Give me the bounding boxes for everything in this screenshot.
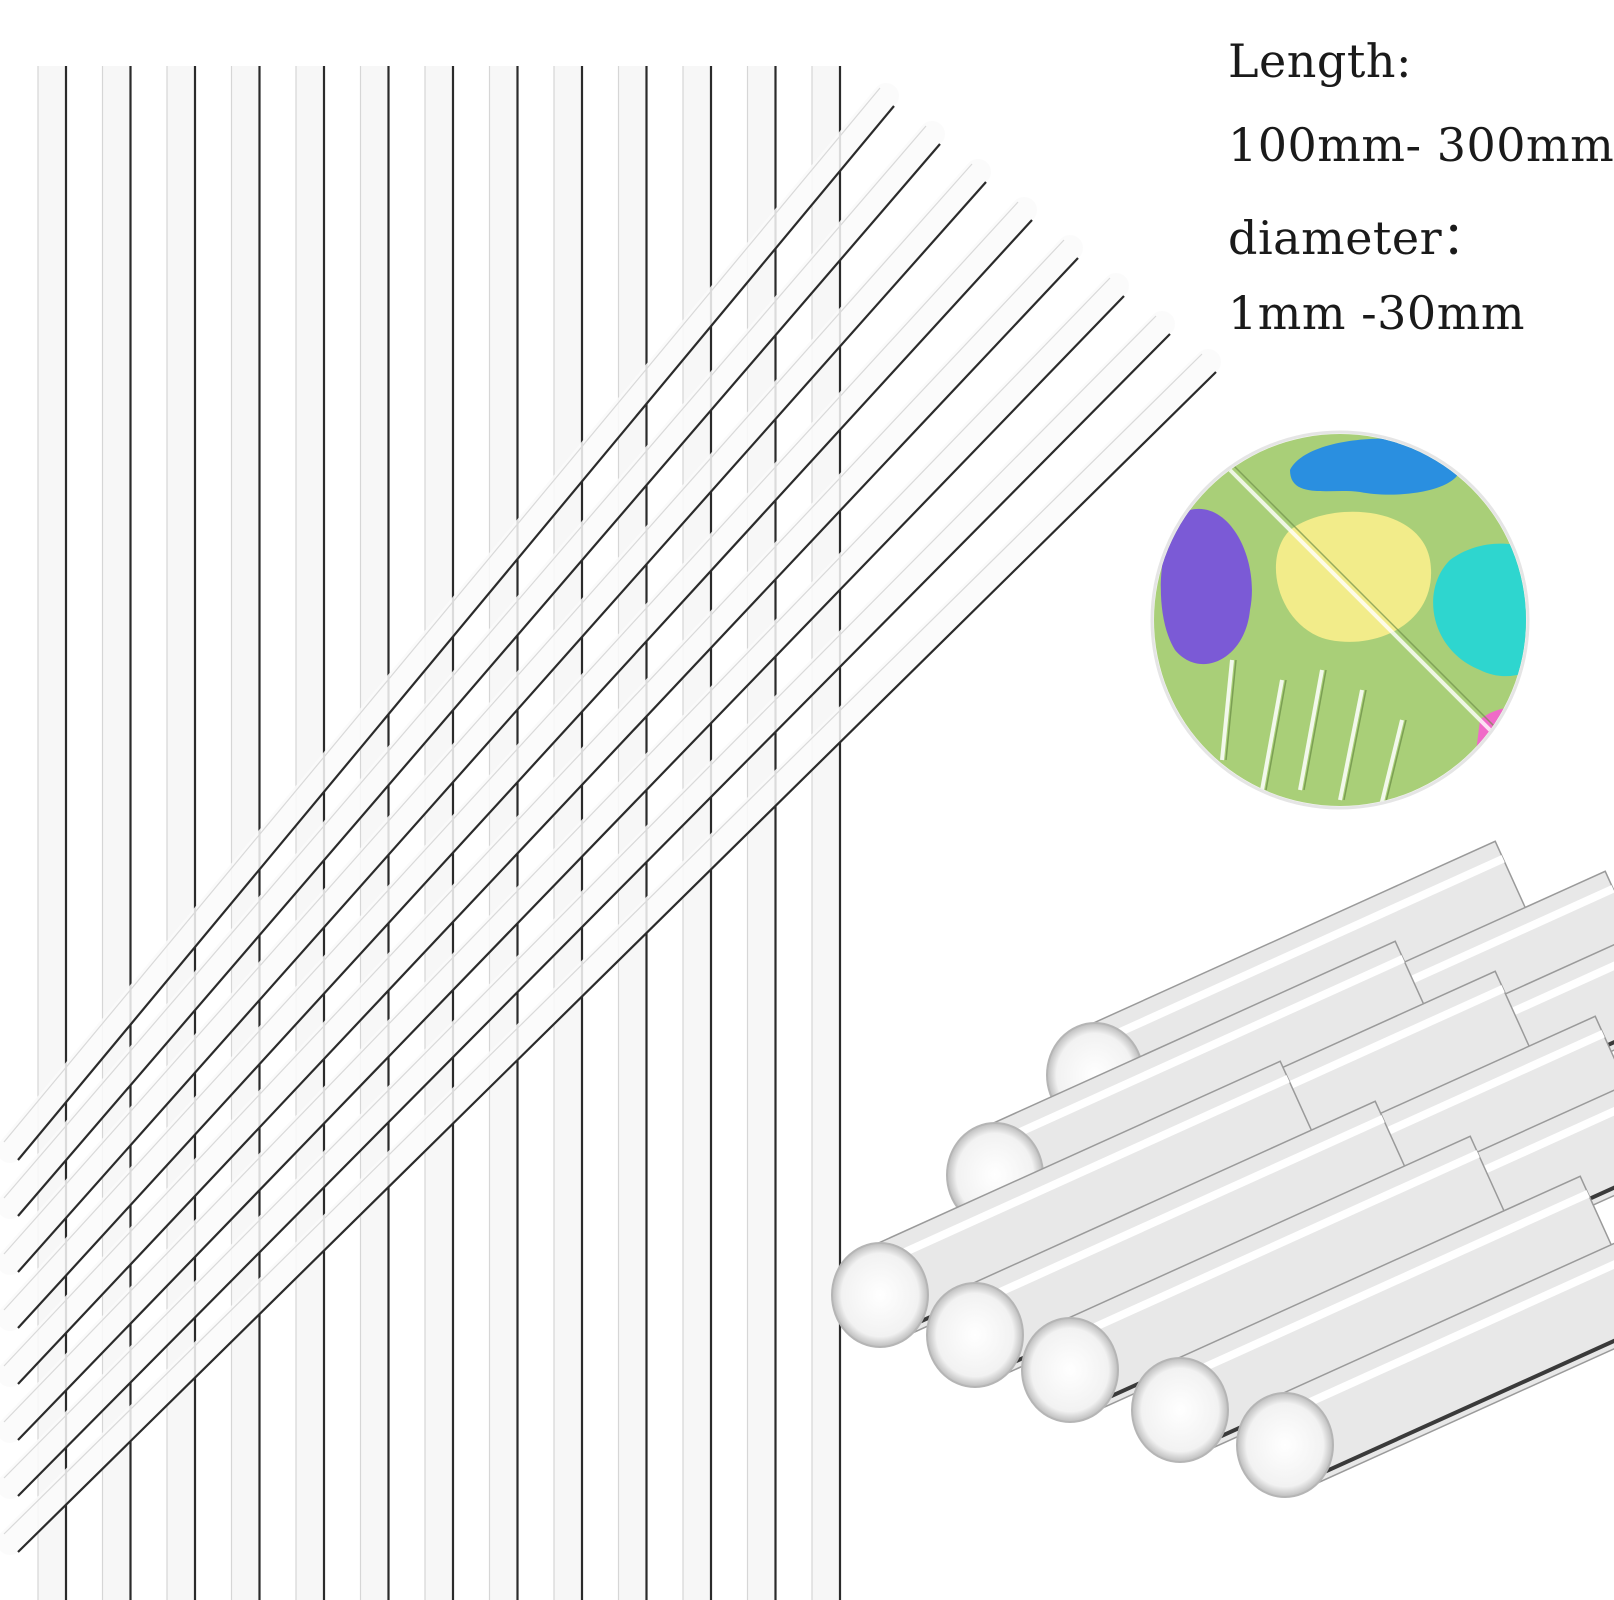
thick-acrylic-rod-bundle	[831, 840, 1614, 1498]
clay-teal	[1433, 543, 1526, 677]
clay-blue	[1290, 438, 1461, 495]
diagonal-rod	[0, 235, 1083, 1387]
diagonal-rod	[0, 159, 991, 1275]
vertical-acrylic-rods	[37, 66, 842, 1600]
diagonal-rod	[0, 349, 1221, 1555]
diameter-label: diameter：	[1228, 211, 1489, 265]
vertical-rod	[230, 66, 261, 1600]
diagonal-rod	[0, 197, 1037, 1331]
diameter-value: 1mm -30mm	[1228, 286, 1525, 340]
length-value: 100mm- 300mm	[1228, 118, 1614, 172]
vertical-rod	[811, 66, 842, 1600]
diagonal-rod	[0, 121, 945, 1219]
clay-purple	[1160, 508, 1252, 665]
diagonal-acrylic-rods	[0, 83, 1221, 1555]
thick-rod	[1236, 1242, 1614, 1498]
diagonal-rod	[0, 83, 899, 1163]
clay-inset-photo	[1150, 430, 1530, 810]
clay-yellow	[1275, 511, 1432, 642]
diagonal-rod	[0, 273, 1129, 1443]
thick-rod	[831, 1060, 1321, 1348]
length-label: Length:	[1228, 34, 1412, 88]
thick-rod	[1131, 1175, 1614, 1463]
vertical-rod	[746, 66, 777, 1600]
diagonal-rod	[0, 311, 1175, 1499]
clay-pink	[1475, 706, 1526, 778]
